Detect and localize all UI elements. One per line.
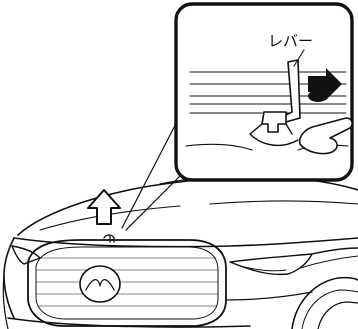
right-fender — [312, 248, 358, 254]
right-wheel-arch — [292, 278, 358, 329]
grille-bars — [36, 258, 218, 306]
right-bumper-corner — [226, 292, 312, 300]
hood-crease-right — [210, 201, 358, 204]
grille-outline — [28, 240, 226, 326]
right-headlight — [230, 254, 312, 274]
right-tire — [318, 302, 358, 329]
hood — [18, 177, 358, 235]
callout-panel: レバー — [176, 4, 352, 180]
left-fender — [4, 238, 14, 318]
right-side-line — [300, 256, 358, 268]
right-wheel-arch-inner — [302, 290, 358, 329]
hood-release-point — [104, 235, 114, 242]
lever-label: レバー — [268, 32, 313, 50]
up-outline-arrow-icon — [88, 190, 120, 224]
